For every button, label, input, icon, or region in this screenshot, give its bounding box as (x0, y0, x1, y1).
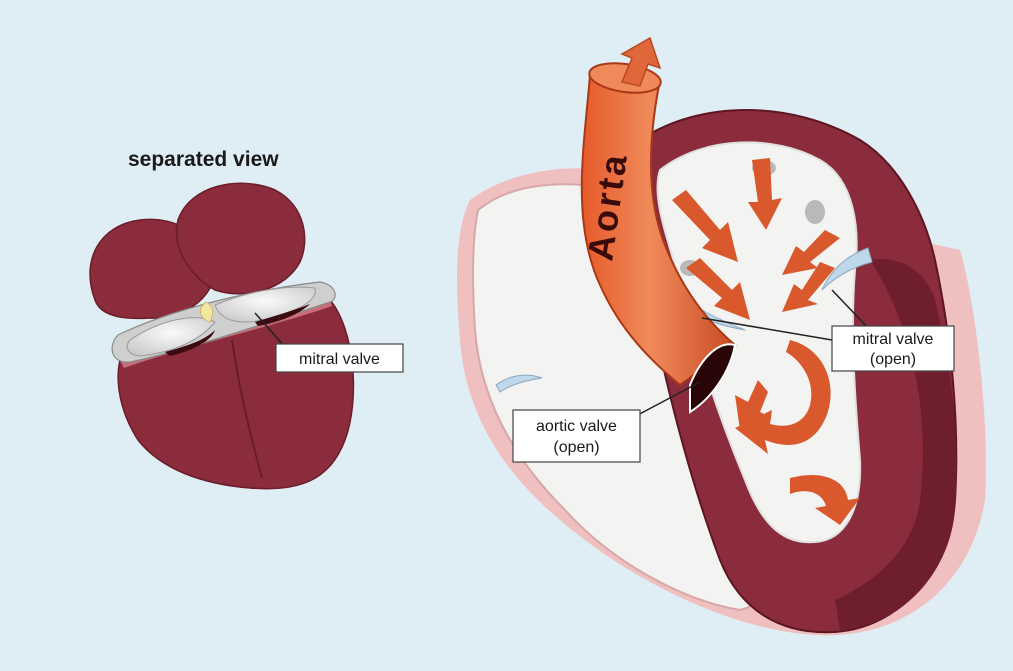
heart-mitral-text-line1: mitral valve (853, 331, 934, 348)
heart-aortic-text-line2: (open) (553, 439, 599, 456)
heart-aortic-text-line1: aortic valve (536, 418, 617, 435)
vein-opening-2 (805, 200, 825, 224)
heart-mitral-text-line2: (open) (870, 351, 916, 368)
separated-view-title: separated view (128, 148, 279, 171)
separated-mitral-text: mitral valve (299, 351, 380, 368)
